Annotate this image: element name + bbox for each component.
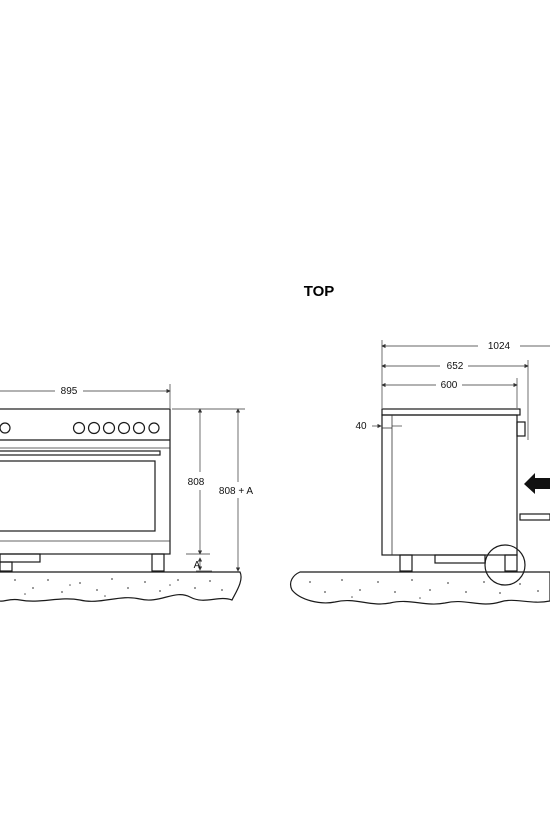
- side-knob: [516, 421, 526, 437]
- arrow-icon: [524, 473, 550, 494]
- foot: [151, 553, 165, 572]
- plinth: [434, 554, 486, 564]
- depth-body-label: 600: [441, 380, 458, 391]
- foot: [504, 554, 518, 572]
- control-knobs: [0, 421, 160, 435]
- worktop: [381, 408, 521, 416]
- floor: [0, 571, 242, 602]
- depth-total-label: 1024: [488, 341, 511, 352]
- detail-circle: [484, 544, 526, 586]
- floor: [289, 571, 550, 605]
- floor-texture: [309, 579, 539, 599]
- view-title: TOP: [304, 283, 335, 300]
- side-handle: [519, 513, 550, 521]
- panel-dimension-label: 40: [355, 421, 367, 432]
- foot: [399, 554, 413, 572]
- total-height-dimension-label: 808 + A: [219, 486, 254, 497]
- adjust-dimension-label: A: [194, 560, 201, 571]
- width-dimension-label: 895: [61, 386, 78, 397]
- depth-mid-label: 652: [447, 361, 464, 372]
- floor-texture: [14, 578, 223, 597]
- side-body: [381, 414, 518, 556]
- side-view: 1024 652 600 40: [289, 340, 550, 605]
- height-dimension-label: 808: [188, 477, 205, 488]
- cooker-body: [0, 408, 171, 555]
- plinth: [0, 553, 41, 563]
- oven-handle: [0, 450, 161, 456]
- oven-window: [0, 460, 156, 532]
- front-view: 895 808 808 + A A: [0, 384, 254, 602]
- foot: [0, 561, 13, 572]
